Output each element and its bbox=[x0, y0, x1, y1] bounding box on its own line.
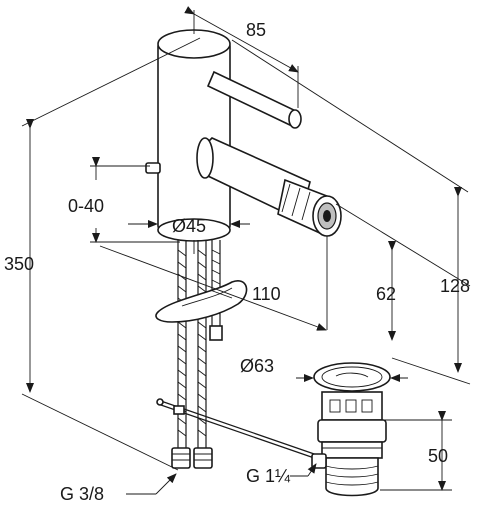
dim-drain-thread: G 1¼ bbox=[246, 466, 291, 486]
mixer-body bbox=[157, 29, 231, 242]
dim-total-height: 350 bbox=[4, 254, 34, 274]
pop-up-waste bbox=[311, 362, 391, 497]
dim-height-adjust: 0-40 bbox=[68, 196, 104, 216]
pop-up-rod bbox=[156, 398, 321, 461]
pop-up-knob bbox=[145, 162, 161, 174]
swivel-spout bbox=[196, 137, 342, 237]
dim-body-diameter: Ø45 bbox=[172, 216, 206, 236]
dim-drain-diameter: Ø63 bbox=[240, 356, 274, 376]
lever-handle bbox=[206, 70, 302, 129]
mounting-plate bbox=[155, 280, 248, 323]
dim-handle-reach: 85 bbox=[246, 20, 266, 40]
dim-outlet-height: 128 bbox=[440, 276, 470, 296]
dim-spout-reach: 110 bbox=[252, 284, 281, 304]
supply-hoses bbox=[171, 240, 213, 469]
dim-drain-height: 50 bbox=[428, 446, 448, 466]
dim-spout-height: 62 bbox=[376, 284, 396, 304]
dim-supply-thread: G 3/8 bbox=[60, 484, 104, 504]
